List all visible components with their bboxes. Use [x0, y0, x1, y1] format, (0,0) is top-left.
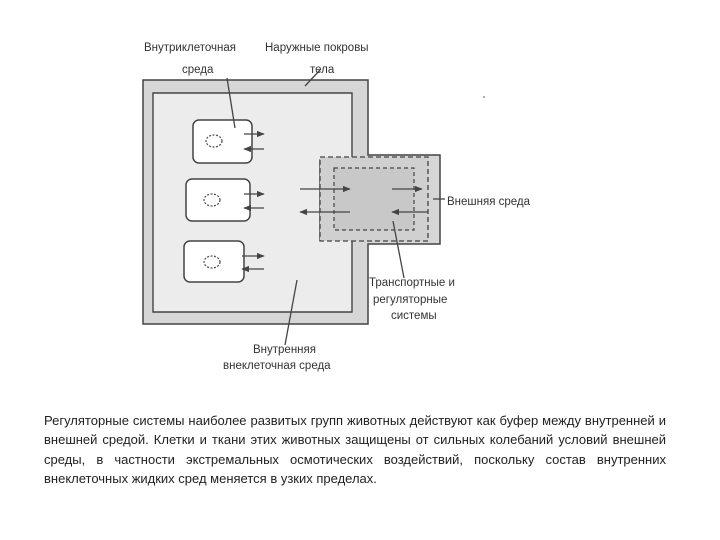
cell-nucleus-icon — [203, 193, 221, 207]
label-integument: Наружные покровы — [265, 42, 369, 54]
leader-transport — [392, 220, 405, 279]
label-integument-2: тела — [310, 64, 335, 76]
label-transport-2: регуляторные — [373, 294, 447, 306]
leader-intracellular — [226, 77, 236, 129]
speck — [483, 96, 485, 98]
cell-bottom — [183, 240, 245, 283]
label-intracellular: Внутриклеточная — [144, 42, 236, 54]
label-transport-1: Транспортные и — [369, 277, 455, 289]
cell-nucleus-icon — [205, 134, 223, 148]
environment-diagram: Внутриклеточная среда Наружные покровы т… — [142, 42, 531, 372]
label-external: Внешняя среда — [447, 196, 531, 208]
cell-middle — [185, 178, 251, 222]
cell-top — [192, 119, 253, 164]
label-internal-2: внеклеточная среда — [223, 360, 331, 372]
figure-caption: Регуляторные системы наиболее развитых г… — [44, 413, 666, 487]
label-internal-1: Внутренняя — [253, 344, 316, 356]
cell-nucleus-icon — [203, 255, 221, 269]
transport-inner-boundary — [333, 167, 415, 231]
leader-integument — [304, 69, 321, 87]
leader-internal — [284, 279, 298, 346]
label-intracellular-2: среда — [182, 64, 214, 76]
label-transport-3: системы — [391, 310, 437, 322]
